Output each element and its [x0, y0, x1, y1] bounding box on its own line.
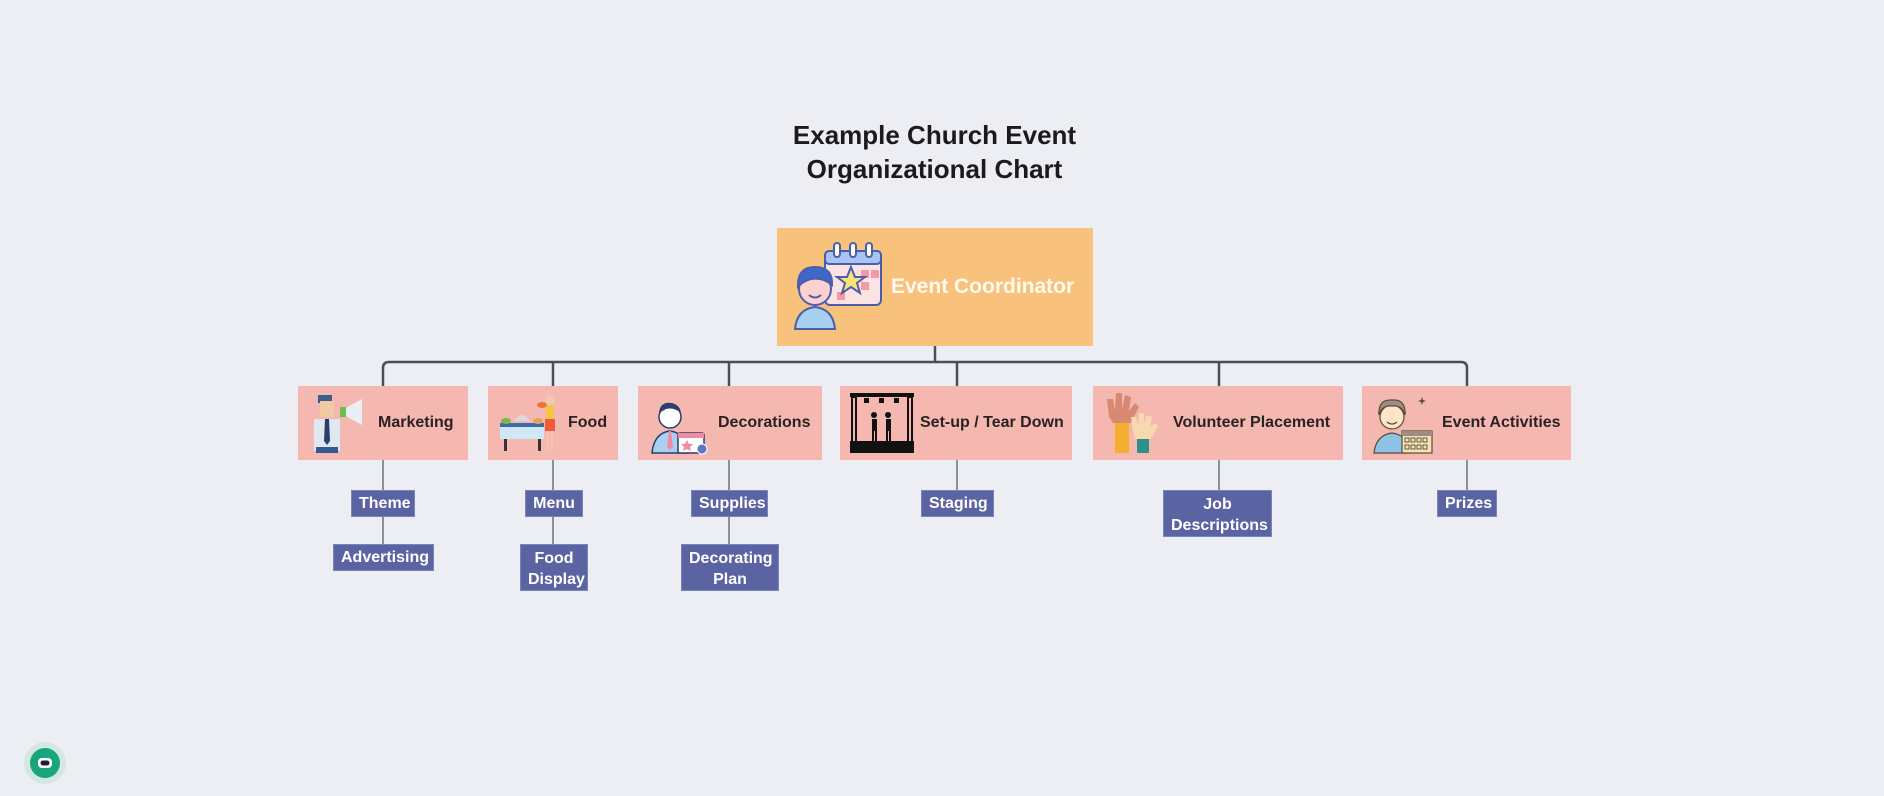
event-coordinator-label: Event Coordinator — [891, 275, 1075, 298]
leaf-theme[interactable]: Theme — [351, 490, 415, 517]
department-event-activities[interactable]: Event Activities — [1362, 386, 1571, 460]
leaf-food-display[interactable]: Food Display — [520, 544, 588, 591]
person-calendar-icon — [651, 402, 708, 455]
leaf-advertising[interactable]: Advertising — [333, 544, 434, 571]
leaf-staging[interactable]: Staging — [921, 490, 994, 517]
food-buffet-icon — [500, 396, 555, 451]
stage-icon — [850, 393, 914, 453]
chart-title-line-1: Example Church Event — [792, 120, 1077, 150]
department-label: Decorations — [718, 414, 811, 431]
robot-face-icon — [38, 758, 52, 768]
coordinator-calendar-icon — [793, 242, 882, 330]
chart-title: Example Church Event Organizational Char… — [742, 118, 1127, 186]
leaf-supplies[interactable]: Supplies — [691, 490, 768, 517]
department-label: Event Activities — [1442, 414, 1561, 431]
department-setup-tear-down[interactable]: Set-up / Tear Down — [840, 386, 1072, 460]
department-food[interactable]: Food — [488, 386, 618, 460]
department-label: Set-up / Tear Down — [920, 414, 1064, 431]
department-label: Volunteer Placement — [1173, 414, 1331, 431]
chatbot-icon — [30, 748, 60, 778]
chart-title-line-2: Organizational Chart — [806, 154, 1063, 184]
department-decorations[interactable]: Decorations — [638, 386, 822, 460]
leaf-job-descriptions[interactable]: Job Descriptions — [1163, 490, 1272, 537]
bus-line — [381, 360, 1469, 386]
department-label: Marketing — [378, 414, 454, 431]
chatbot-button[interactable] — [24, 742, 66, 784]
leaf-menu[interactable]: Menu — [525, 490, 583, 517]
person-schedule-icon — [1373, 397, 1433, 454]
megaphone-person-icon — [314, 395, 362, 453]
department-label: Food — [568, 414, 608, 431]
raised-hands-icon — [1107, 393, 1158, 453]
leaf-decorating-plan[interactable]: Decorating Plan — [681, 544, 779, 591]
department-marketing[interactable]: Marketing — [298, 386, 468, 460]
leaf-prizes[interactable]: Prizes — [1437, 490, 1497, 517]
department-volunteer-placement[interactable]: Volunteer Placement — [1093, 386, 1343, 460]
event-coordinator-node[interactable]: Event Coordinator — [777, 228, 1093, 346]
